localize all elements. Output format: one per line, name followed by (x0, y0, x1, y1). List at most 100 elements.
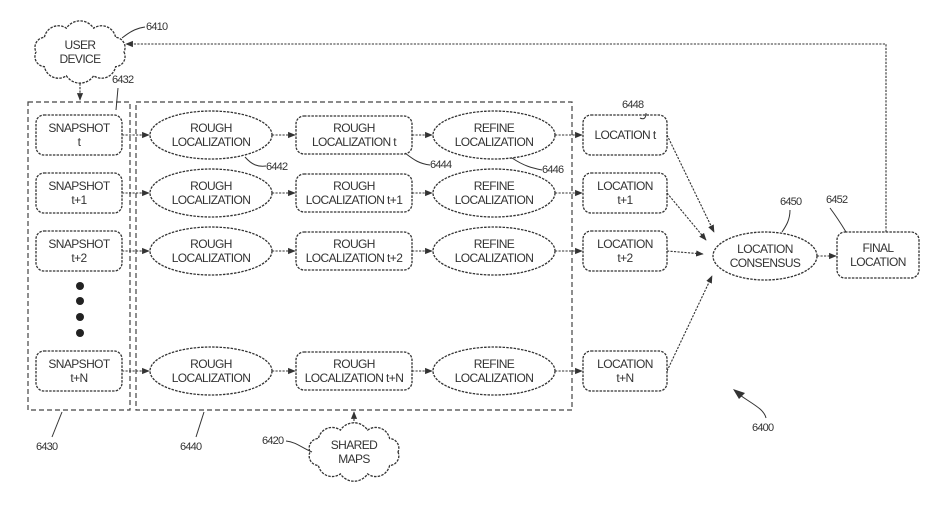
rough-localization-result-box-t-label: ROUGH (333, 121, 375, 135)
figure-arrow-icon (733, 389, 745, 399)
reference-leader-line (115, 87, 119, 111)
reference-numeral: 6430 (36, 441, 58, 453)
ellipsis-dot (76, 329, 84, 337)
location-box-t-plus-1-label: t+1 (617, 193, 633, 207)
rough-localization-result-box-t-plus-2-label: ROUGH (333, 237, 375, 251)
refine-localization-node-t-plus-n (432, 346, 556, 396)
rough-localization-result-box-t-plus-2 (295, 231, 413, 271)
reference-numeral: 6442 (266, 161, 288, 173)
snapshot-group-box (27, 101, 131, 411)
reference-numeral: 6440 (180, 441, 202, 453)
ellipsis-dot (76, 297, 84, 305)
ellipsis-dot (76, 282, 84, 290)
reference-leader-line (511, 157, 543, 171)
snapshot-box-t-label: SNAPSHOT (48, 121, 110, 135)
refine-localization-node-t-label: LOCALIZATION (455, 135, 534, 149)
location-box-t-plus-n-label: LOCATION (597, 357, 653, 371)
reference-leader-line (829, 207, 847, 233)
location-box-t-label: LOCATION t (594, 128, 656, 142)
final-location-box (836, 231, 920, 279)
rough-localization-node-t-plus-2 (149, 226, 273, 276)
rough-localization-node-t-plus-n-label: LOCALIZATION (172, 371, 251, 385)
location-box-t-plus-2 (582, 230, 668, 272)
rough-localization-result-box-t-plus-n-label: ROUGH (333, 357, 375, 371)
reference-leader-line (639, 112, 647, 120)
reference-numeral: 6420 (262, 435, 284, 447)
location-box-t-plus-1-label: LOCATION (597, 179, 653, 193)
ellipsis-dot (76, 313, 84, 321)
location-box-t-plus-n (582, 350, 668, 392)
reference-leader-line (285, 440, 313, 453)
rough-localization-node-t-plus-1-label: LOCALIZATION (172, 193, 251, 207)
rough-localization-result-box-t-plus-1 (295, 173, 413, 213)
refine-localization-node-t-plus-1-label: LOCALIZATION (455, 193, 534, 207)
snapshot-box-t-plus-1-label: t+1 (71, 193, 87, 207)
snapshot-box-t-plus-n (35, 350, 123, 392)
arrow-location-t2-to-consensus (666, 250, 704, 257)
final-location-box-label: FINAL (862, 241, 894, 255)
reference-numeral: 6452 (826, 194, 848, 206)
arrow-final-to-user-device (125, 40, 887, 232)
location-box-t-plus-n-label: t+N (616, 371, 633, 385)
rough-localization-result-box-t-label: LOCALIZATION t (312, 135, 397, 149)
rough-localization-result-box-t-plus-n-label: LOCALIZATION t+N (305, 371, 404, 385)
refine-localization-node-t-plus-n-label: REFINE (474, 357, 515, 371)
user-device-cloud (34, 20, 126, 84)
rough-localization-result-box-t-plus-n (295, 351, 413, 391)
rough-localization-node-t-label: LOCALIZATION (172, 135, 251, 149)
reference-leader-line (121, 26, 146, 39)
reference-leader-line (404, 152, 431, 166)
reference-numeral: 6450 (780, 196, 802, 208)
snapshot-box-t-plus-1 (35, 172, 123, 214)
snapshot-box-t (35, 114, 123, 156)
snapshot-box-t-plus-2-label: SNAPSHOT (48, 237, 110, 251)
reference-numeral: 6432 (112, 74, 134, 86)
shared-maps-cloud-label: MAPS (338, 452, 370, 466)
arrow-location-t1-to-consensus (666, 192, 707, 241)
reference-leader-line (51, 411, 63, 438)
snapshot-box-t-label: t (78, 135, 82, 149)
rough-localization-node-t-plus-1 (149, 168, 273, 218)
shared-maps-cloud-label: SHARED (331, 438, 378, 452)
refine-localization-node-t-plus-n-label: LOCALIZATION (455, 371, 534, 385)
refine-localization-node-t-plus-1 (432, 168, 556, 218)
reference-leader-line (244, 156, 267, 167)
shared-maps-cloud (308, 422, 400, 482)
rough-localization-result-box-t-plus-1-label: ROUGH (333, 179, 375, 193)
user-device-cloud-label: USER (65, 38, 97, 52)
arrow-location-tn-to-consensus (666, 275, 713, 372)
reference-numeral: 6410 (146, 21, 168, 33)
reference-leader-line (195, 411, 205, 438)
rough-localization-node-t-plus-1-label: ROUGH (190, 179, 232, 193)
rough-localization-node-t-plus-2-label: ROUGH (190, 237, 232, 251)
rough-localization-result-box-t-plus-1-label: LOCALIZATION t+1 (306, 193, 403, 207)
reference-numeral: 6448 (622, 99, 644, 111)
refine-localization-node-t-label: REFINE (474, 121, 515, 135)
location-consensus-node-label: CONSENSUS (730, 256, 801, 270)
localization-group-box (135, 101, 573, 411)
rough-localization-node-t (149, 110, 273, 160)
rough-localization-node-t-plus-n-label: ROUGH (190, 357, 232, 371)
rough-localization-node-t-plus-2-label: LOCALIZATION (172, 251, 251, 265)
location-box-t-plus-1 (582, 172, 668, 214)
location-box-t (582, 114, 668, 156)
location-consensus-node-label: LOCATION (737, 242, 793, 256)
location-consensus-node (712, 231, 818, 281)
rough-localization-result-box-t-plus-2-label: LOCALIZATION t+2 (306, 251, 403, 265)
refine-localization-node-t-plus-2-label: LOCALIZATION (455, 251, 534, 265)
arrow-location-t-to-consensus (666, 134, 715, 233)
reference-numeral: 6400 (752, 422, 774, 434)
snapshot-box-t-plus-n-label: SNAPSHOT (48, 357, 110, 371)
location-box-t-plus-2-label: t+2 (617, 251, 633, 265)
snapshot-box-t-plus-n-label: t+N (70, 371, 87, 385)
user-device-cloud-label: DEVICE (59, 52, 101, 66)
snapshot-box-t-plus-2 (35, 230, 123, 272)
location-box-t-plus-2-label: LOCATION (597, 237, 653, 251)
rough-localization-node-t-plus-n (149, 346, 273, 396)
refine-localization-node-t (432, 110, 556, 160)
refine-localization-node-t-plus-1-label: REFINE (474, 179, 515, 193)
snapshot-box-t-plus-2-label: t+2 (71, 251, 87, 265)
nodes-layer: SNAPSHOTtROUGHLOCALIZATIONROUGHLOCALIZAT… (34, 20, 920, 482)
